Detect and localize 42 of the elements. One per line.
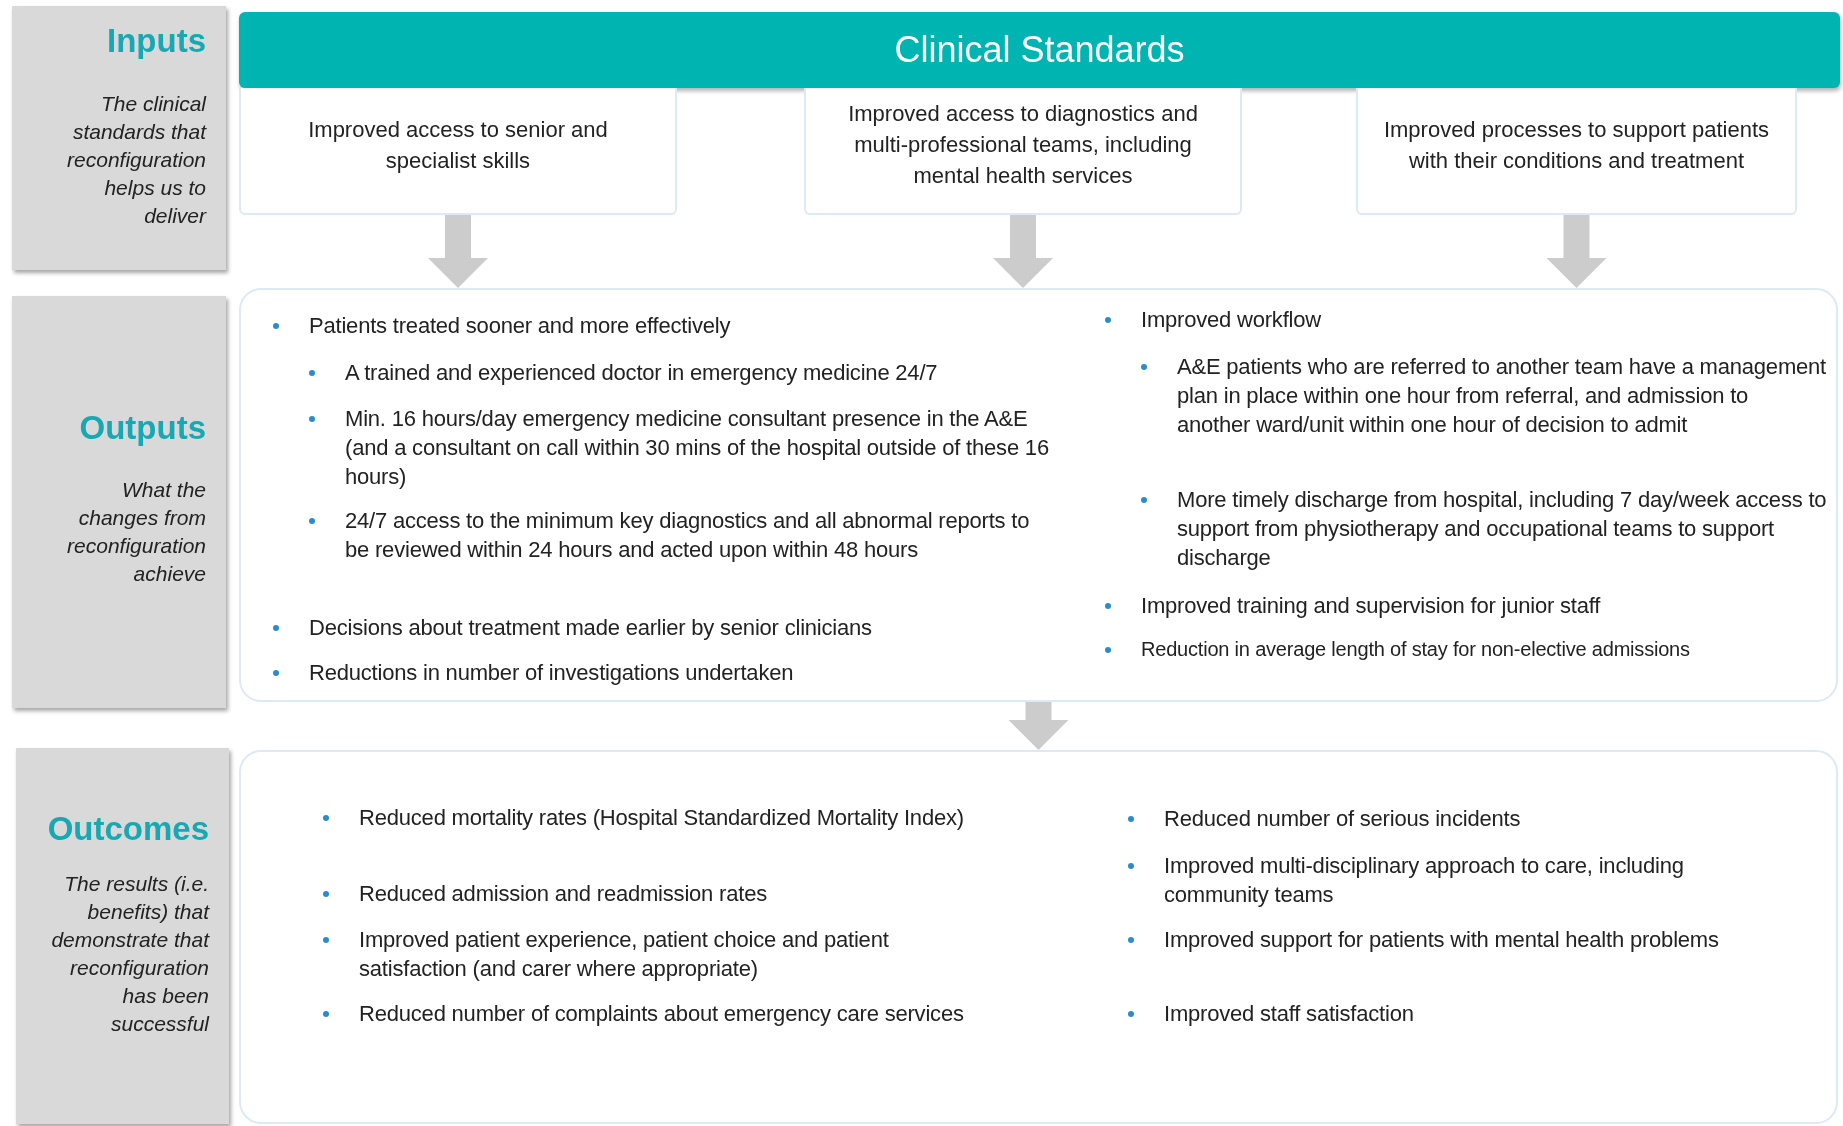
bullet-text: 24/7 access to the minimum key diagnostics and all abnormal reports to be reviewed within 24 hours and acted upon within 48 hours — [345, 507, 1031, 564]
bullet-text: Reduced mortality rates (Hospital Standardized Mortality Index) — [359, 804, 965, 832]
standard-box — [804, 88, 1242, 215]
block-arrow — [993, 215, 1053, 288]
bullet-text: Reduced number of serious incidents — [1164, 805, 1522, 833]
side-panel — [12, 296, 226, 708]
bullet-text: A trained and experienced doctor in emergency medicine 24/7 — [345, 359, 939, 387]
standard-text: Improved processes to support patients with their conditions and treatment — [1382, 115, 1771, 175]
bullet-text: Improved workflow — [1141, 306, 1322, 334]
block-arrow — [1008, 702, 1069, 750]
section-heading: Outputs — [79, 409, 206, 447]
section-heading: Outcomes — [47, 810, 209, 848]
standard-box — [239, 88, 677, 215]
section-description: The results (i.e. benefits) that demonstrate that reconfiguration has been successful — [50, 871, 209, 1037]
standard-text: Improved access to diagnostics and multi-professional teams, including mental health services — [847, 100, 1199, 190]
bullet-text: Decisions about treatment made earlier by senior clinicians — [309, 614, 873, 642]
bullet-text: Improved support for patients with mental health problems — [1164, 926, 1720, 954]
bullet-text: Reductions in number of investigations undertaken — [309, 659, 795, 687]
section-description: The clinical standards that reconfiguration helps us to deliver — [66, 91, 206, 229]
content-box — [239, 288, 1838, 702]
bullet-text: Reduction in average length of stay for non-elective admissions — [1141, 637, 1691, 662]
bullet-text: Improved patient experience, patient choice and patient satisfaction (and carer where appropriate) — [359, 926, 890, 983]
block-arrow — [1546, 215, 1607, 288]
standard-text: Improved access to senior and specialist skills — [307, 115, 609, 175]
header-title: Clinical Standards — [894, 29, 1185, 71]
bullet-text: Improved staff satisfaction — [1164, 1000, 1415, 1028]
bullet-text: More timely discharge from hospital, including 7 day/week access to support from physiotherapy and occupational teams to support discharge — [1177, 486, 1827, 572]
bullet-text: Improved multi-disciplinary approach to care, including community teams — [1164, 852, 1685, 909]
section-description: What the changes from reconfiguration achieve — [66, 477, 206, 587]
content-box — [239, 750, 1838, 1124]
side-panel — [16, 748, 229, 1124]
bullet-text: Reduced admission and readmission rates — [359, 880, 768, 908]
side-panel — [12, 6, 226, 270]
bullet-text: Patients treated sooner and more effectively — [309, 312, 732, 340]
bullet-text: Min. 16 hours/day emergency medicine consultant presence in the A&E (and a consultant on call within 30 mins of the hospital outside of these 16 hours) — [345, 405, 1050, 491]
standard-box — [1356, 88, 1797, 215]
bullet-text: Reduced number of complaints about emergency care services — [359, 1000, 965, 1028]
bullet-text: Improved training and supervision for junior staff — [1141, 592, 1602, 620]
block-arrow — [428, 215, 488, 288]
section-heading: Inputs — [107, 22, 206, 60]
header-bar — [239, 12, 1840, 88]
bullet-text: A&E patients who are referred to another team have a management plan in place within one hour from referral, and admission to another ward/unit within one hour of decision to admit — [1177, 353, 1827, 439]
